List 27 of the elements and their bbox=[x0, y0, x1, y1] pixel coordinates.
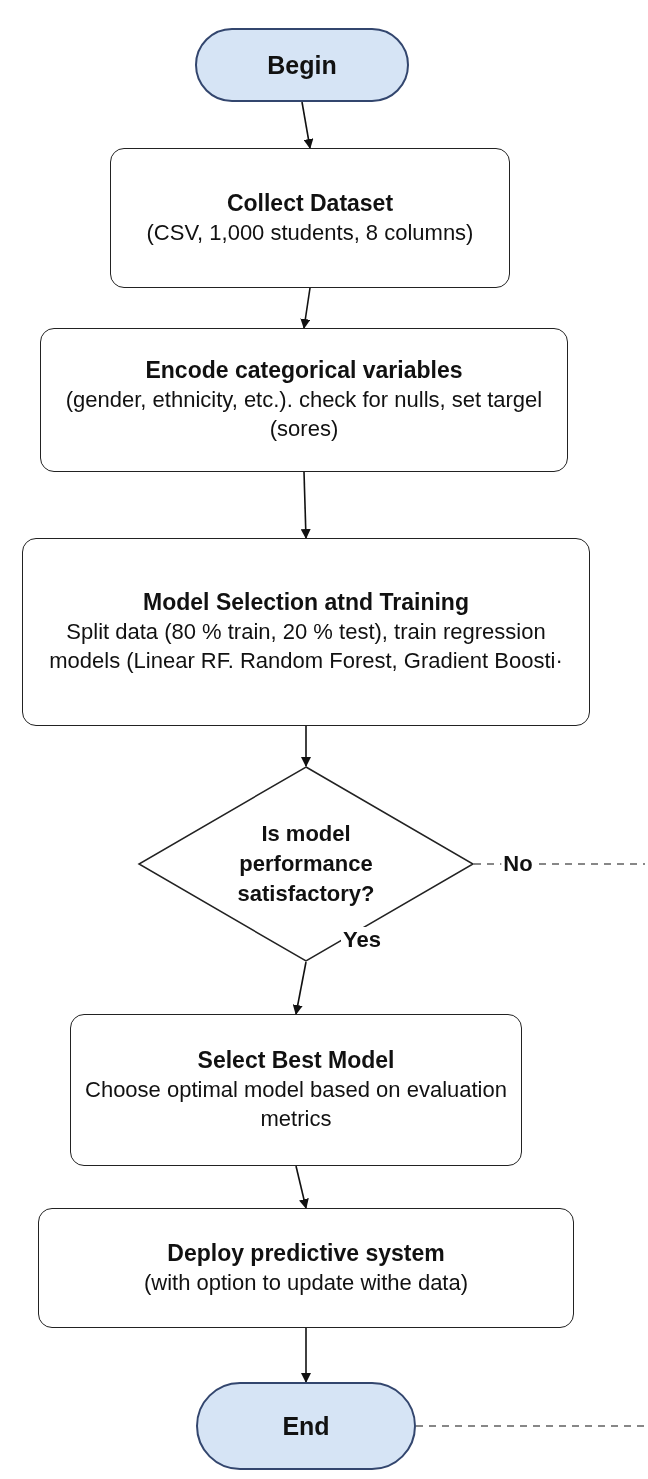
step-description: Split data (80 % train, 20 % test), train regression models (Linear RF. Random Forest, Gradient Boosti· bbox=[48, 618, 564, 675]
step-title: Select Best Model bbox=[197, 1046, 395, 1076]
process-box bbox=[70, 1014, 522, 1166]
step-title: Deploy predictive system bbox=[167, 1238, 445, 1268]
arrow bbox=[300, 287, 311, 329]
arrow bbox=[301, 1327, 311, 1383]
arrow bbox=[301, 101, 314, 149]
step-description: (gender, ethnicity, etc.). check for nulls, set targel (sores) bbox=[64, 386, 544, 443]
arrow bbox=[300, 471, 311, 539]
step-description: (with option to update withe data) bbox=[143, 1268, 469, 1297]
terminal-label: Begin bbox=[267, 49, 337, 81]
dashed-line bbox=[415, 1425, 646, 1427]
step-title: Collect Dataset bbox=[226, 188, 394, 218]
process-box bbox=[40, 328, 568, 472]
decision-text: Is model performance satisfactory? bbox=[236, 820, 376, 908]
process-box bbox=[22, 538, 590, 726]
step-title: Encode categorical variables bbox=[145, 356, 463, 386]
decision-diamond bbox=[138, 766, 474, 962]
step-description: Choose optimal model based on evaluation metrics bbox=[85, 1076, 507, 1133]
terminal-label: End bbox=[282, 1410, 330, 1442]
process-box bbox=[110, 148, 510, 288]
arrow bbox=[292, 961, 307, 1015]
step-description: (CSV, 1,000 students, 8 columns) bbox=[146, 218, 474, 247]
arrow bbox=[301, 725, 311, 767]
arrow bbox=[295, 1165, 309, 1209]
process-box bbox=[38, 1208, 574, 1328]
step-title: Model Selection atnd Training bbox=[143, 588, 469, 618]
